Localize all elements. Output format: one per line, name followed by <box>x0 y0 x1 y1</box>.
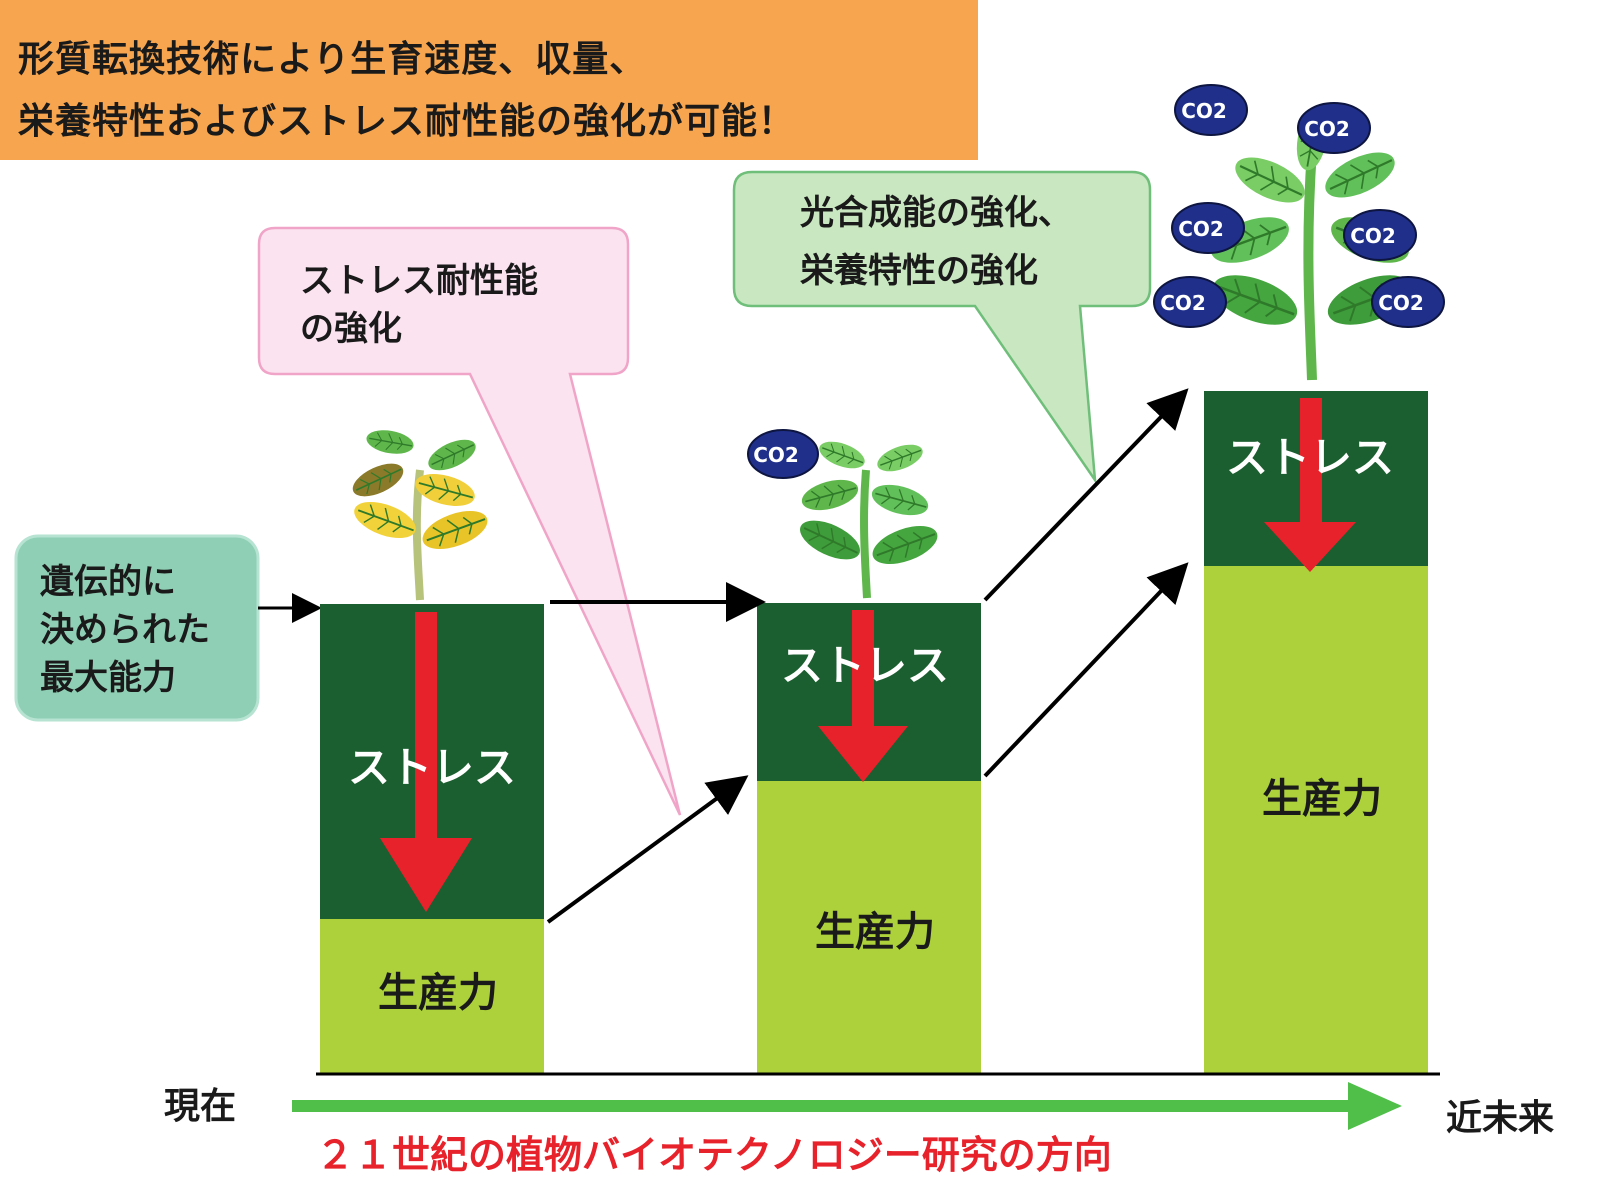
bar-intermediate: ストレス 生産力 <box>757 603 981 1074</box>
co2-molecule-icon: CO2 <box>1153 276 1227 328</box>
callout-genetic-line-3: 最大能力 <box>40 658 176 698</box>
plant-enhanced-icon <box>1203 106 1420 381</box>
svg-text:CO2: CO2 <box>1181 99 1227 123</box>
stress-label: ストレス <box>1226 433 1394 482</box>
bar-current: ストレス 生産力 <box>320 604 544 1074</box>
productivity-label: 生産力 <box>1262 776 1382 822</box>
productivity-segment <box>320 919 544 1074</box>
research-direction-caption: ２１世紀の植物バイオテクノロジー研究の方向 <box>316 1133 1112 1177</box>
svg-text:CO2: CO2 <box>1378 291 1424 315</box>
callout-genetic-max: 遺伝的に 決められた 最大能力 <box>14 534 260 722</box>
co2-molecule-icon: CO2 <box>1343 209 1417 261</box>
callout-genetic-line-1: 遺伝的に <box>40 562 176 602</box>
arrow-prod-to-bar2 <box>546 775 749 924</box>
callout-stress-line-1: ストレス耐性能 <box>300 261 538 301</box>
co2-molecule-icon: CO2 <box>1171 202 1245 254</box>
arrow-max-to-bar3 <box>983 388 1189 602</box>
productivity-segment <box>1204 566 1428 1074</box>
co2-molecule-icon: CO2 <box>747 429 819 479</box>
timeline-start-label: 現在 <box>164 1086 236 1127</box>
co2-molecule-icon: CO2 <box>1174 84 1248 136</box>
productivity-label: 生産力 <box>378 970 498 1016</box>
plant-healthy-icon <box>793 435 944 599</box>
stress-down-arrow <box>818 726 908 782</box>
svg-text:CO2: CO2 <box>1178 217 1224 241</box>
callout-photo-line-1: 光合成能の強化、 <box>800 193 1072 233</box>
headline-line-2: 栄養特性およびストレス耐性能の強化が可能！ <box>18 101 796 142</box>
callout-photo-line-2: 栄養特性の強化 <box>800 251 1038 291</box>
timeline-arrow <box>292 1082 1402 1130</box>
co2-molecule-icon: CO2 <box>1297 102 1371 154</box>
stress-down-arrow <box>380 838 472 912</box>
callout-photosynthesis: 光合成能の強化、 栄養特性の強化 <box>732 170 1152 485</box>
stress-down-arrow <box>1264 522 1356 572</box>
svg-text:CO2: CO2 <box>1304 117 1350 141</box>
stress-label: ストレス <box>781 641 949 690</box>
callout-stress-line-2: の強化 <box>300 309 402 349</box>
timeline-end-label: 近未来 <box>1446 1098 1554 1139</box>
callout-genetic-line-2: 決められた <box>40 610 210 650</box>
bar-near-future: ストレス 生産力 <box>1204 391 1428 1074</box>
arrow-prod-to-bar3 <box>983 562 1189 778</box>
headline-banner: 形質転換技術により生育速度、収量、 栄養特性およびストレス耐性能の強化が可能！ <box>0 0 978 160</box>
productivity-segment <box>757 781 981 1074</box>
productivity-label: 生産力 <box>815 909 935 955</box>
callout-stress-tolerance: ストレス耐性能 の強化 <box>257 226 682 816</box>
svg-text:CO2: CO2 <box>1350 224 1396 248</box>
co2-molecule-icon: CO2 <box>1371 276 1445 328</box>
headline-line-1: 形質転換技術により生育速度、収量、 <box>18 39 647 80</box>
svg-text:CO2: CO2 <box>753 443 799 467</box>
svg-text:CO2: CO2 <box>1160 291 1206 315</box>
plant-stressed-icon <box>347 426 494 601</box>
stress-label: ストレス <box>348 743 516 792</box>
